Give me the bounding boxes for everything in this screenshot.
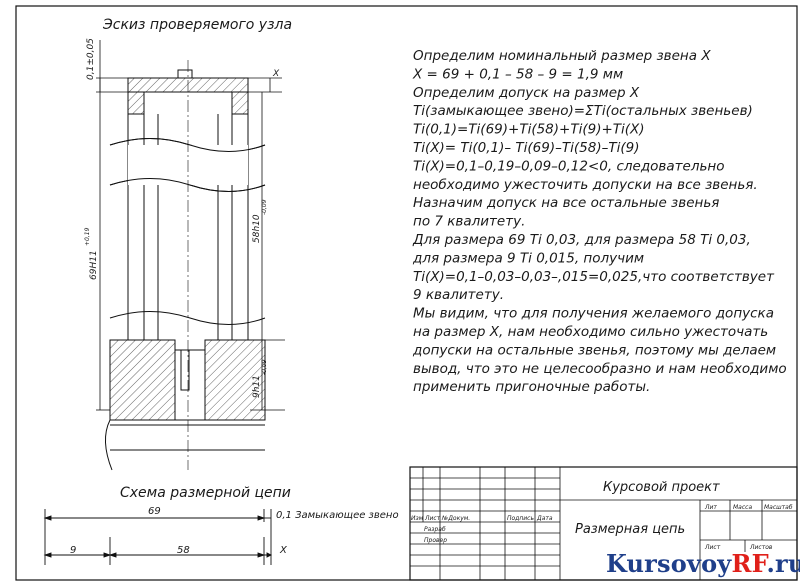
calc-line: Ti(0,1)=Ti(69)+Ti(58)+Ti(9)+Ti(X) xyxy=(413,122,645,138)
locating-pin xyxy=(180,349,190,391)
chain-bottom-left: 9 xyxy=(70,545,76,556)
calc-line: для размера 9 Ti 0,015, получим xyxy=(412,250,644,266)
dim-top-gap: 0,1±0,05 xyxy=(86,38,96,80)
cell-masshtab: Масштаб xyxy=(764,504,793,511)
sketch-dimensions xyxy=(96,40,285,411)
row-prover: Провер xyxy=(424,537,447,544)
calc-line: вывод, что это не целесообразно и нам не… xyxy=(413,361,787,377)
calc-line: Определим допуск на размер X xyxy=(413,85,640,101)
top-wall-left xyxy=(127,91,145,115)
chain-top-value: 69 xyxy=(148,506,161,517)
dim-overall-tol: +0,19 xyxy=(84,227,91,246)
chain-bottom-right: X xyxy=(279,545,288,556)
row-razrab: Разраб xyxy=(424,526,446,533)
watermark-accent: RF xyxy=(731,549,767,578)
assembly-sketch xyxy=(105,60,266,471)
col-sign: Подпись xyxy=(507,515,534,522)
col-date: Дата xyxy=(536,515,553,522)
calc-line: Определим номинальный размер звена X xyxy=(413,48,711,64)
calc-line: Ti(замыкающее звено)=ΣTi(остальных звень… xyxy=(413,103,753,119)
site-watermark: KursovoyRF.ru xyxy=(606,549,800,578)
calc-line: X = 69 + 0,1 – 58 – 9 = 1,9 мм xyxy=(412,66,623,82)
bottom-bore xyxy=(174,349,206,421)
dim-x-mark: X xyxy=(272,69,280,79)
col-list: Лист xyxy=(424,515,441,522)
calc-line: Для размера 69 Ti 0,03, для размера 58 T… xyxy=(412,232,751,248)
cell-listov: Листов xyxy=(749,544,773,551)
chain-closing-label: 0,1 Замыкающее звено xyxy=(276,510,399,521)
calc-line: по 7 квалитету. xyxy=(413,214,525,230)
calculation-text: Определим номинальный размер звена X X = … xyxy=(412,48,787,395)
sheet-frame xyxy=(15,5,798,581)
chain-bottom-mid: 58 xyxy=(177,545,190,556)
title-block xyxy=(409,466,798,581)
dim-bottom-tol: -0,09 xyxy=(261,359,268,375)
calc-line: допуски на остальные звенья, поэтому мы … xyxy=(412,342,776,358)
break-line-3 xyxy=(109,311,266,325)
dim-overall: 69H11 xyxy=(89,250,99,280)
dim-inner: 58h10 xyxy=(252,214,262,243)
drawing-name: Размерная цепь xyxy=(575,522,685,537)
calc-line: Мы видим, что для получения желаемого до… xyxy=(413,306,774,322)
top-pin xyxy=(177,69,193,79)
cell-list: Лист xyxy=(704,544,721,551)
col-izm: Изм xyxy=(411,515,424,522)
calc-line: Ti(X)= Ti(0,1)– Ti(69)–Ti(58)–Ti(9) xyxy=(413,140,639,156)
calc-line: применить пригоночные работы. xyxy=(413,379,650,395)
calc-line: Ti(X)=0,1–0,19–0,09–0,12<0, следовательн… xyxy=(413,158,725,174)
chain-title: Схема размерной цепи xyxy=(120,485,291,501)
col-ndoc: №Докум. xyxy=(441,515,470,522)
watermark-suffix: .ru xyxy=(766,549,800,578)
dim-inner-tol: -0,09 xyxy=(261,199,268,215)
project-title: Курсовой проект xyxy=(603,480,720,495)
dim-bottom: 9h11 xyxy=(252,375,262,398)
calc-line: Назначим допуск на все остальные звенья xyxy=(413,195,719,211)
calc-line: Ti(X)=0,1–0,03–0,03–,015=0,025,что соотв… xyxy=(413,269,775,285)
calc-line: на размер X, нам необходимо сильно ужест… xyxy=(413,324,768,340)
dimension-chain xyxy=(43,509,273,565)
cell-massa: Масса xyxy=(733,504,752,511)
watermark-main: Kursovoy xyxy=(606,549,732,578)
calc-line: 9 квалитету. xyxy=(413,287,504,303)
sketch-title: Эскиз проверяемого узла xyxy=(102,17,292,33)
top-wall-right xyxy=(231,91,249,115)
calc-line: необходимо ужесточить допуски на все зве… xyxy=(413,177,758,193)
cell-lit: Лит xyxy=(704,504,717,511)
